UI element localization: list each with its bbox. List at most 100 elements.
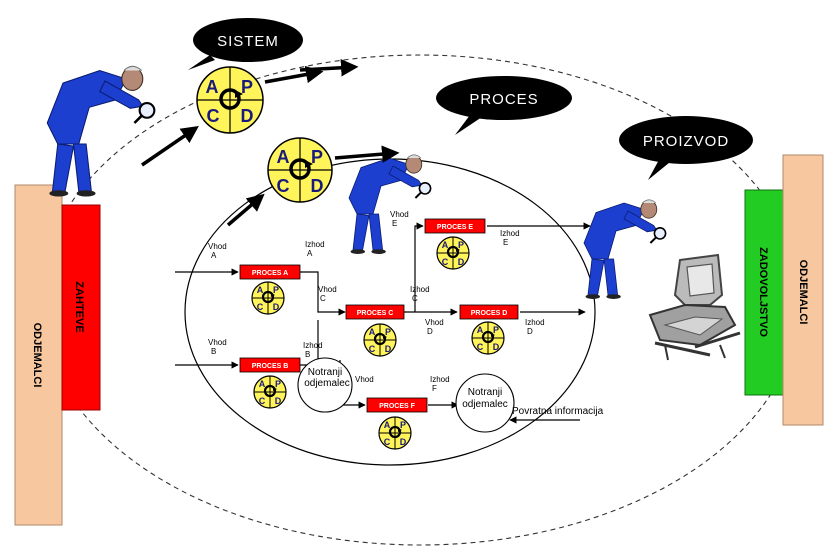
svg-text:A: A (257, 285, 264, 295)
svg-text:D: D (427, 327, 433, 336)
svg-text:C: C (257, 302, 264, 312)
process-e-box: PROCES E (424, 218, 486, 234)
svg-text:Notranji: Notranji (468, 387, 502, 398)
vhod-c: Vhod (318, 285, 337, 294)
process-flow-lines (175, 222, 591, 424)
izhod-e: Izhod (500, 229, 520, 238)
pdca-wheel-icon: A P C D (196, 66, 264, 134)
process-b-box: PROCES B (239, 357, 301, 373)
svg-text:A: A (206, 77, 219, 97)
vhod-a: Vhod (208, 242, 227, 251)
svg-text:PROCES E: PROCES E (437, 224, 474, 231)
izhod-c: Izhod (410, 285, 430, 294)
pdca-wheel-icon: A P C D (267, 137, 333, 203)
system-flow-arrows (141, 59, 400, 227)
requirements-bar (61, 204, 101, 411)
bubble-proces-text: PROCES (469, 91, 538, 108)
satisfaction-bar (744, 189, 784, 396)
right-customers-bar (782, 154, 824, 426)
bubble-proizvod-text: PROIZVOD (643, 133, 729, 150)
bubble-proizvod: PROIZVOD (619, 116, 753, 180)
vhod-f: Vhod (355, 375, 374, 384)
svg-text:B: B (305, 350, 310, 359)
svg-text:PROCES A: PROCES A (252, 270, 288, 277)
svg-text:P: P (400, 420, 406, 430)
svg-text:P: P (273, 285, 279, 295)
bubble-sistem-text: SISTEM (217, 33, 279, 50)
svg-text:D: D (527, 327, 533, 336)
svg-text:PROCES F: PROCES F (379, 403, 416, 410)
pdca-wheel-icon: A P C D (362, 322, 398, 358)
svg-text:P: P (385, 327, 391, 337)
car-seat-frame-icon (648, 253, 741, 361)
svg-text:C: C (259, 396, 266, 406)
svg-text:C: C (442, 257, 449, 267)
svg-text:D: D (458, 257, 465, 267)
svg-text:C: C (277, 176, 290, 196)
svg-text:Notranji: Notranji (308, 367, 342, 378)
process-a-box: PROCES A (239, 264, 301, 280)
svg-text:E: E (392, 219, 397, 228)
svg-text:P: P (241, 77, 253, 97)
svg-text:B: B (211, 347, 216, 356)
internal-customer-1: Notranji odjemalec (297, 357, 353, 413)
svg-text:P: P (311, 147, 323, 167)
vhod-b: Vhod (208, 338, 227, 347)
process-c-box: PROCES C (345, 304, 405, 320)
right-customers-label: ODJEMALCI (797, 260, 809, 325)
pdca-wheel-icon: A P C D (435, 235, 471, 271)
pdca-wheel-icon: A P C D (250, 280, 286, 316)
internal-customer-2: Notranji odjemalec (455, 373, 515, 433)
svg-text:D: D (400, 437, 407, 447)
svg-text:P: P (275, 379, 281, 389)
left-customers-bar (14, 184, 63, 526)
svg-text:D: D (273, 302, 280, 312)
svg-text:A: A (211, 251, 217, 260)
feedback-label: Povratna informacija (512, 406, 604, 417)
izhod-a: Izhod (305, 240, 325, 249)
requirements-label: ZAHTEVE (73, 281, 85, 332)
svg-text:C: C (369, 344, 376, 354)
svg-text:A: A (307, 249, 313, 258)
svg-text:odjemalec: odjemalec (462, 399, 508, 410)
svg-text:C: C (207, 106, 220, 126)
svg-text:P: P (493, 325, 499, 335)
svg-text:F: F (432, 384, 437, 393)
svg-text:D: D (385, 344, 392, 354)
svg-text:A: A (442, 240, 449, 250)
svg-text:E: E (503, 238, 508, 247)
pdca-wheel-icon: A P C D (377, 415, 413, 451)
inspector-with-magnifier-icon (582, 198, 667, 301)
svg-text:A: A (477, 325, 484, 335)
inspector-with-magnifier-icon (45, 64, 156, 198)
inspector-with-magnifier-icon (347, 153, 432, 256)
svg-text:C: C (477, 342, 484, 352)
svg-text:odjemalec: odjemalec (304, 378, 350, 389)
svg-text:C: C (384, 437, 391, 447)
izhod-d: Izhod (525, 318, 545, 327)
flow-labels: Vhod A Izhod A Vhod B Izhod B Vhod C Izh… (208, 210, 545, 393)
svg-text:D: D (275, 396, 282, 406)
svg-text:C: C (320, 294, 326, 303)
svg-text:P: P (458, 240, 464, 250)
pdca-wheel-icon: A P C D (252, 374, 288, 410)
izhod-f: Izhod (430, 375, 450, 384)
izhod-b: Izhod (303, 341, 323, 350)
svg-text:D: D (241, 106, 254, 126)
vhod-e: Vhod (390, 210, 409, 219)
bubble-sistem: SISTEM (188, 18, 303, 70)
left-customers-label: ODJEMALCI (31, 323, 43, 388)
process-d-box: PROCES D (459, 304, 519, 320)
satisfaction-label: ZADOVOLJSTVO (757, 247, 769, 337)
svg-text:A: A (277, 147, 290, 167)
svg-text:C: C (412, 294, 418, 303)
svg-text:D: D (311, 176, 324, 196)
svg-text:PROCES D: PROCES D (471, 310, 508, 317)
svg-text:A: A (384, 420, 391, 430)
svg-text:D: D (493, 342, 500, 352)
process-f-box: PROCES F (366, 397, 428, 413)
pdca-wheel-icon: A P C D (470, 320, 506, 356)
svg-text:PROCES B: PROCES B (252, 363, 289, 370)
